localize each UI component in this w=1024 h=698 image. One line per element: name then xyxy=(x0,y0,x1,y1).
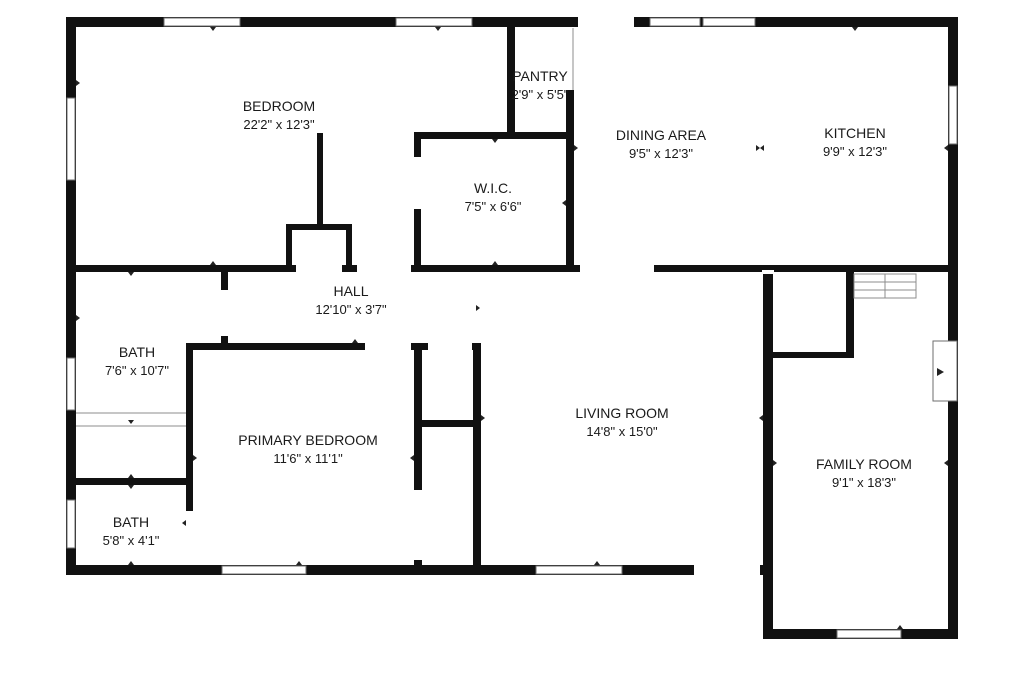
room-label-family-room: FAMILY ROOM 9'1" x 18'3" xyxy=(816,456,912,490)
room-name: KITCHEN xyxy=(824,125,885,141)
wall-exterior-left xyxy=(66,17,76,575)
door-opening xyxy=(185,512,194,562)
window xyxy=(66,357,76,411)
window xyxy=(66,97,76,181)
wall-primary-left xyxy=(186,343,193,511)
window xyxy=(836,629,902,639)
room-dimensions: 9'9" x 12'3" xyxy=(823,144,887,159)
door-opening xyxy=(566,40,575,88)
room-dimensions: 7'5" x 6'6" xyxy=(465,199,522,214)
room-label-hall: HALL 12'10" x 3'7" xyxy=(315,283,387,317)
room-label-primary-bedroom: PRIMARY BEDROOM 11'6" x 11'1" xyxy=(238,432,378,466)
wall-closet2-mid xyxy=(414,420,479,427)
wall-closet-left xyxy=(286,224,292,268)
room-name: PANTRY xyxy=(512,68,568,84)
door-opening xyxy=(578,16,634,28)
wall-primary-right xyxy=(414,343,422,565)
window xyxy=(395,17,473,27)
room-dimensions: 14'8" x 15'0" xyxy=(586,424,658,439)
window xyxy=(66,499,76,549)
door-opening xyxy=(694,564,760,576)
windows xyxy=(66,17,958,639)
window xyxy=(702,17,756,27)
room-label-pantry: PANTRY 2'9" x 5'5" xyxy=(512,68,569,102)
room-name: LIVING ROOM xyxy=(575,405,668,421)
door-opening xyxy=(580,264,654,273)
room-dimensions: 5'8" x 4'1" xyxy=(103,533,160,548)
room-name: HALL xyxy=(333,283,368,299)
wall-closet-top xyxy=(286,224,352,230)
door-opening xyxy=(357,264,411,273)
wall-family-left xyxy=(763,268,773,639)
fixtures xyxy=(76,28,917,427)
room-label-wic: W.I.C. 7'5" x 6'6" xyxy=(465,180,522,214)
room-label-kitchen: KITCHEN 9'9" x 12'3" xyxy=(823,125,887,159)
window xyxy=(221,565,307,575)
room-name: W.I.C. xyxy=(474,180,512,196)
door-opening xyxy=(762,270,774,274)
room-label-bath-1: BATH 7'6" x 10'7" xyxy=(105,344,169,378)
wall-exterior-right xyxy=(948,17,958,639)
door-opening xyxy=(428,342,472,351)
wall-bath-divider xyxy=(66,478,192,485)
door-opening xyxy=(220,290,229,336)
door-opening xyxy=(413,490,423,560)
room-name: BEDROOM xyxy=(243,98,315,114)
room-name: FAMILY ROOM xyxy=(816,456,912,472)
window xyxy=(163,17,241,27)
wall-exterior-bottom xyxy=(66,565,772,575)
door-opening xyxy=(296,264,342,273)
window xyxy=(535,565,623,575)
door-opening xyxy=(365,342,411,351)
room-dimensions: 9'1" x 18'3" xyxy=(832,475,896,490)
wall-closet-stem xyxy=(317,133,323,228)
wall-nook-right xyxy=(846,268,854,358)
wall-pantry-left xyxy=(507,17,515,135)
room-label-living-room: LIVING ROOM 14'8" x 15'0" xyxy=(575,405,668,439)
dimension-ticks xyxy=(76,27,948,629)
window xyxy=(649,17,701,27)
wall-closet2-right xyxy=(473,343,481,565)
wall-nook-bottom xyxy=(763,352,854,358)
room-dimensions: 2'9" x 5'5" xyxy=(512,87,569,102)
room-name: PRIMARY BEDROOM xyxy=(238,432,378,448)
wall-kitchen-south xyxy=(576,265,958,272)
room-name: BATH xyxy=(113,514,149,530)
wall-pantry-right xyxy=(566,90,574,270)
room-dimensions: 12'10" x 3'7" xyxy=(315,302,387,317)
door-openings xyxy=(185,16,774,576)
room-dimensions: 9'5" x 12'3" xyxy=(629,146,693,161)
room-dimensions: 11'6" x 11'1" xyxy=(273,451,343,466)
door-opening xyxy=(413,157,422,209)
room-label-dining-area: DINING AREA 9'5" x 12'3" xyxy=(616,127,707,161)
wall-closet-right xyxy=(346,224,352,268)
wall-wic-top xyxy=(414,132,574,139)
room-label-bedroom: BEDROOM 22'2" x 12'3" xyxy=(243,98,315,132)
room-name: BATH xyxy=(119,344,155,360)
room-dimensions: 22'2" x 12'3" xyxy=(243,117,315,132)
room-dimensions: 7'6" x 10'7" xyxy=(105,363,169,378)
window xyxy=(948,85,958,145)
room-label-bath-2: BATH 5'8" x 4'1" xyxy=(103,514,160,548)
walls xyxy=(66,17,958,639)
wall-primary-top xyxy=(186,343,480,350)
window xyxy=(932,340,958,402)
room-name: DINING AREA xyxy=(616,127,707,143)
